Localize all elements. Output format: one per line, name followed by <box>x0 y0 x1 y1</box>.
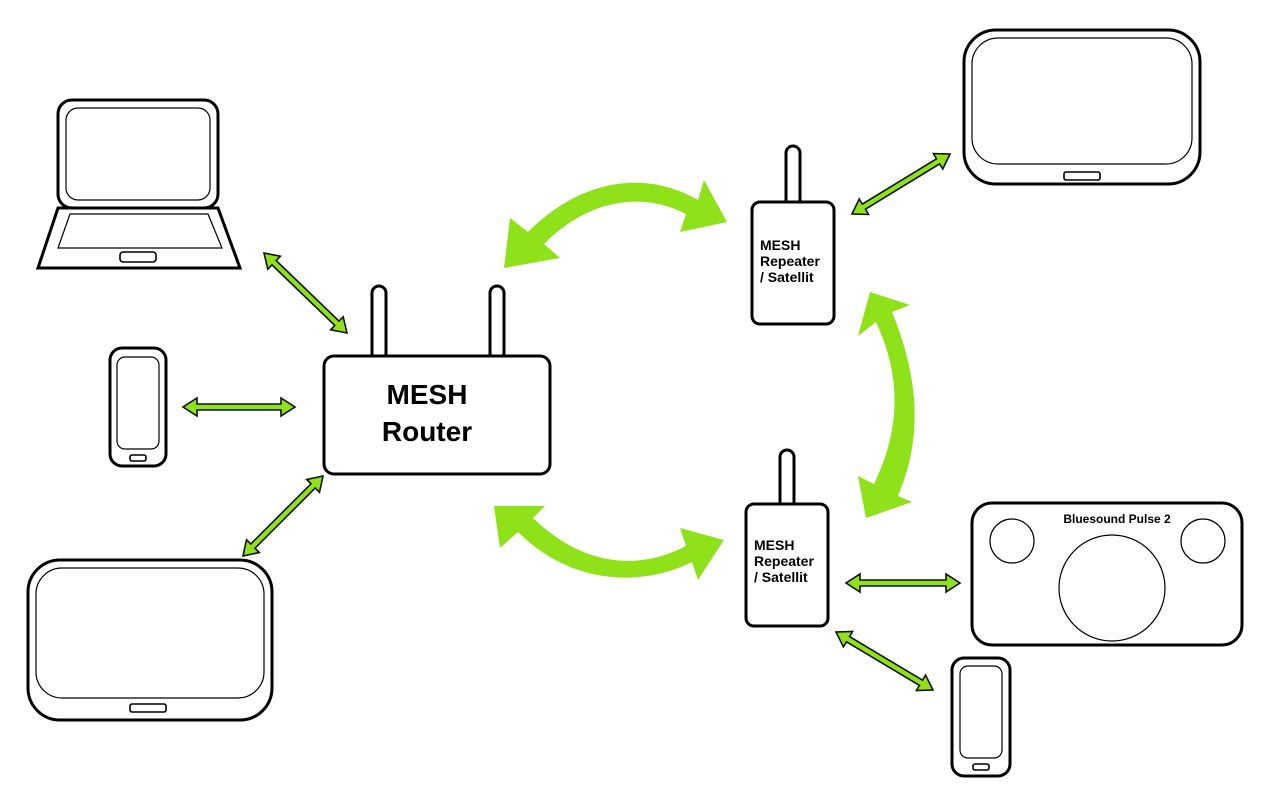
satellite-bottom-label-line2: Repeater <box>754 553 814 569</box>
speaker-icon <box>970 501 1244 647</box>
satellite-bottom-label-line1: MESH <box>754 537 794 553</box>
link-tablet-router <box>241 474 325 558</box>
link-satellite-bottom-speaker <box>844 572 962 594</box>
satellite-top-label-line1: MESH <box>760 237 800 253</box>
tablet-icon-right <box>962 28 1202 186</box>
satellite-top-icon <box>750 144 836 326</box>
link-laptop-router <box>262 251 349 335</box>
device-link-arrows <box>181 152 962 692</box>
link-satellite-top-tablet <box>850 152 952 216</box>
satellite-top-label-line2: Repeater <box>760 253 820 269</box>
satellite-bottom-label-line3: / Satellit <box>754 569 808 585</box>
phone-icon-right <box>950 656 1012 778</box>
laptop-icon <box>35 98 243 270</box>
speaker-label: Bluesound Pulse 2 <box>1063 512 1171 526</box>
router-label-line2: Router <box>382 416 472 447</box>
backhaul-arrow-router-satellite-top <box>504 180 727 268</box>
tablet-icon-left <box>26 558 274 722</box>
router-label-line1: MESH <box>387 379 468 410</box>
backhaul-arrow-satellite-top-satellite-bottom <box>858 292 915 518</box>
phone-icon-left <box>108 346 168 468</box>
link-phone-router <box>181 396 297 418</box>
router-icon <box>322 284 552 476</box>
satellite-top-label-line3: / Satellit <box>760 269 814 285</box>
link-satellite-bottom-phone <box>834 630 935 692</box>
backhaul-arrow-router-satellite-bottom <box>494 506 724 580</box>
satellite-bottom-icon <box>744 448 830 628</box>
